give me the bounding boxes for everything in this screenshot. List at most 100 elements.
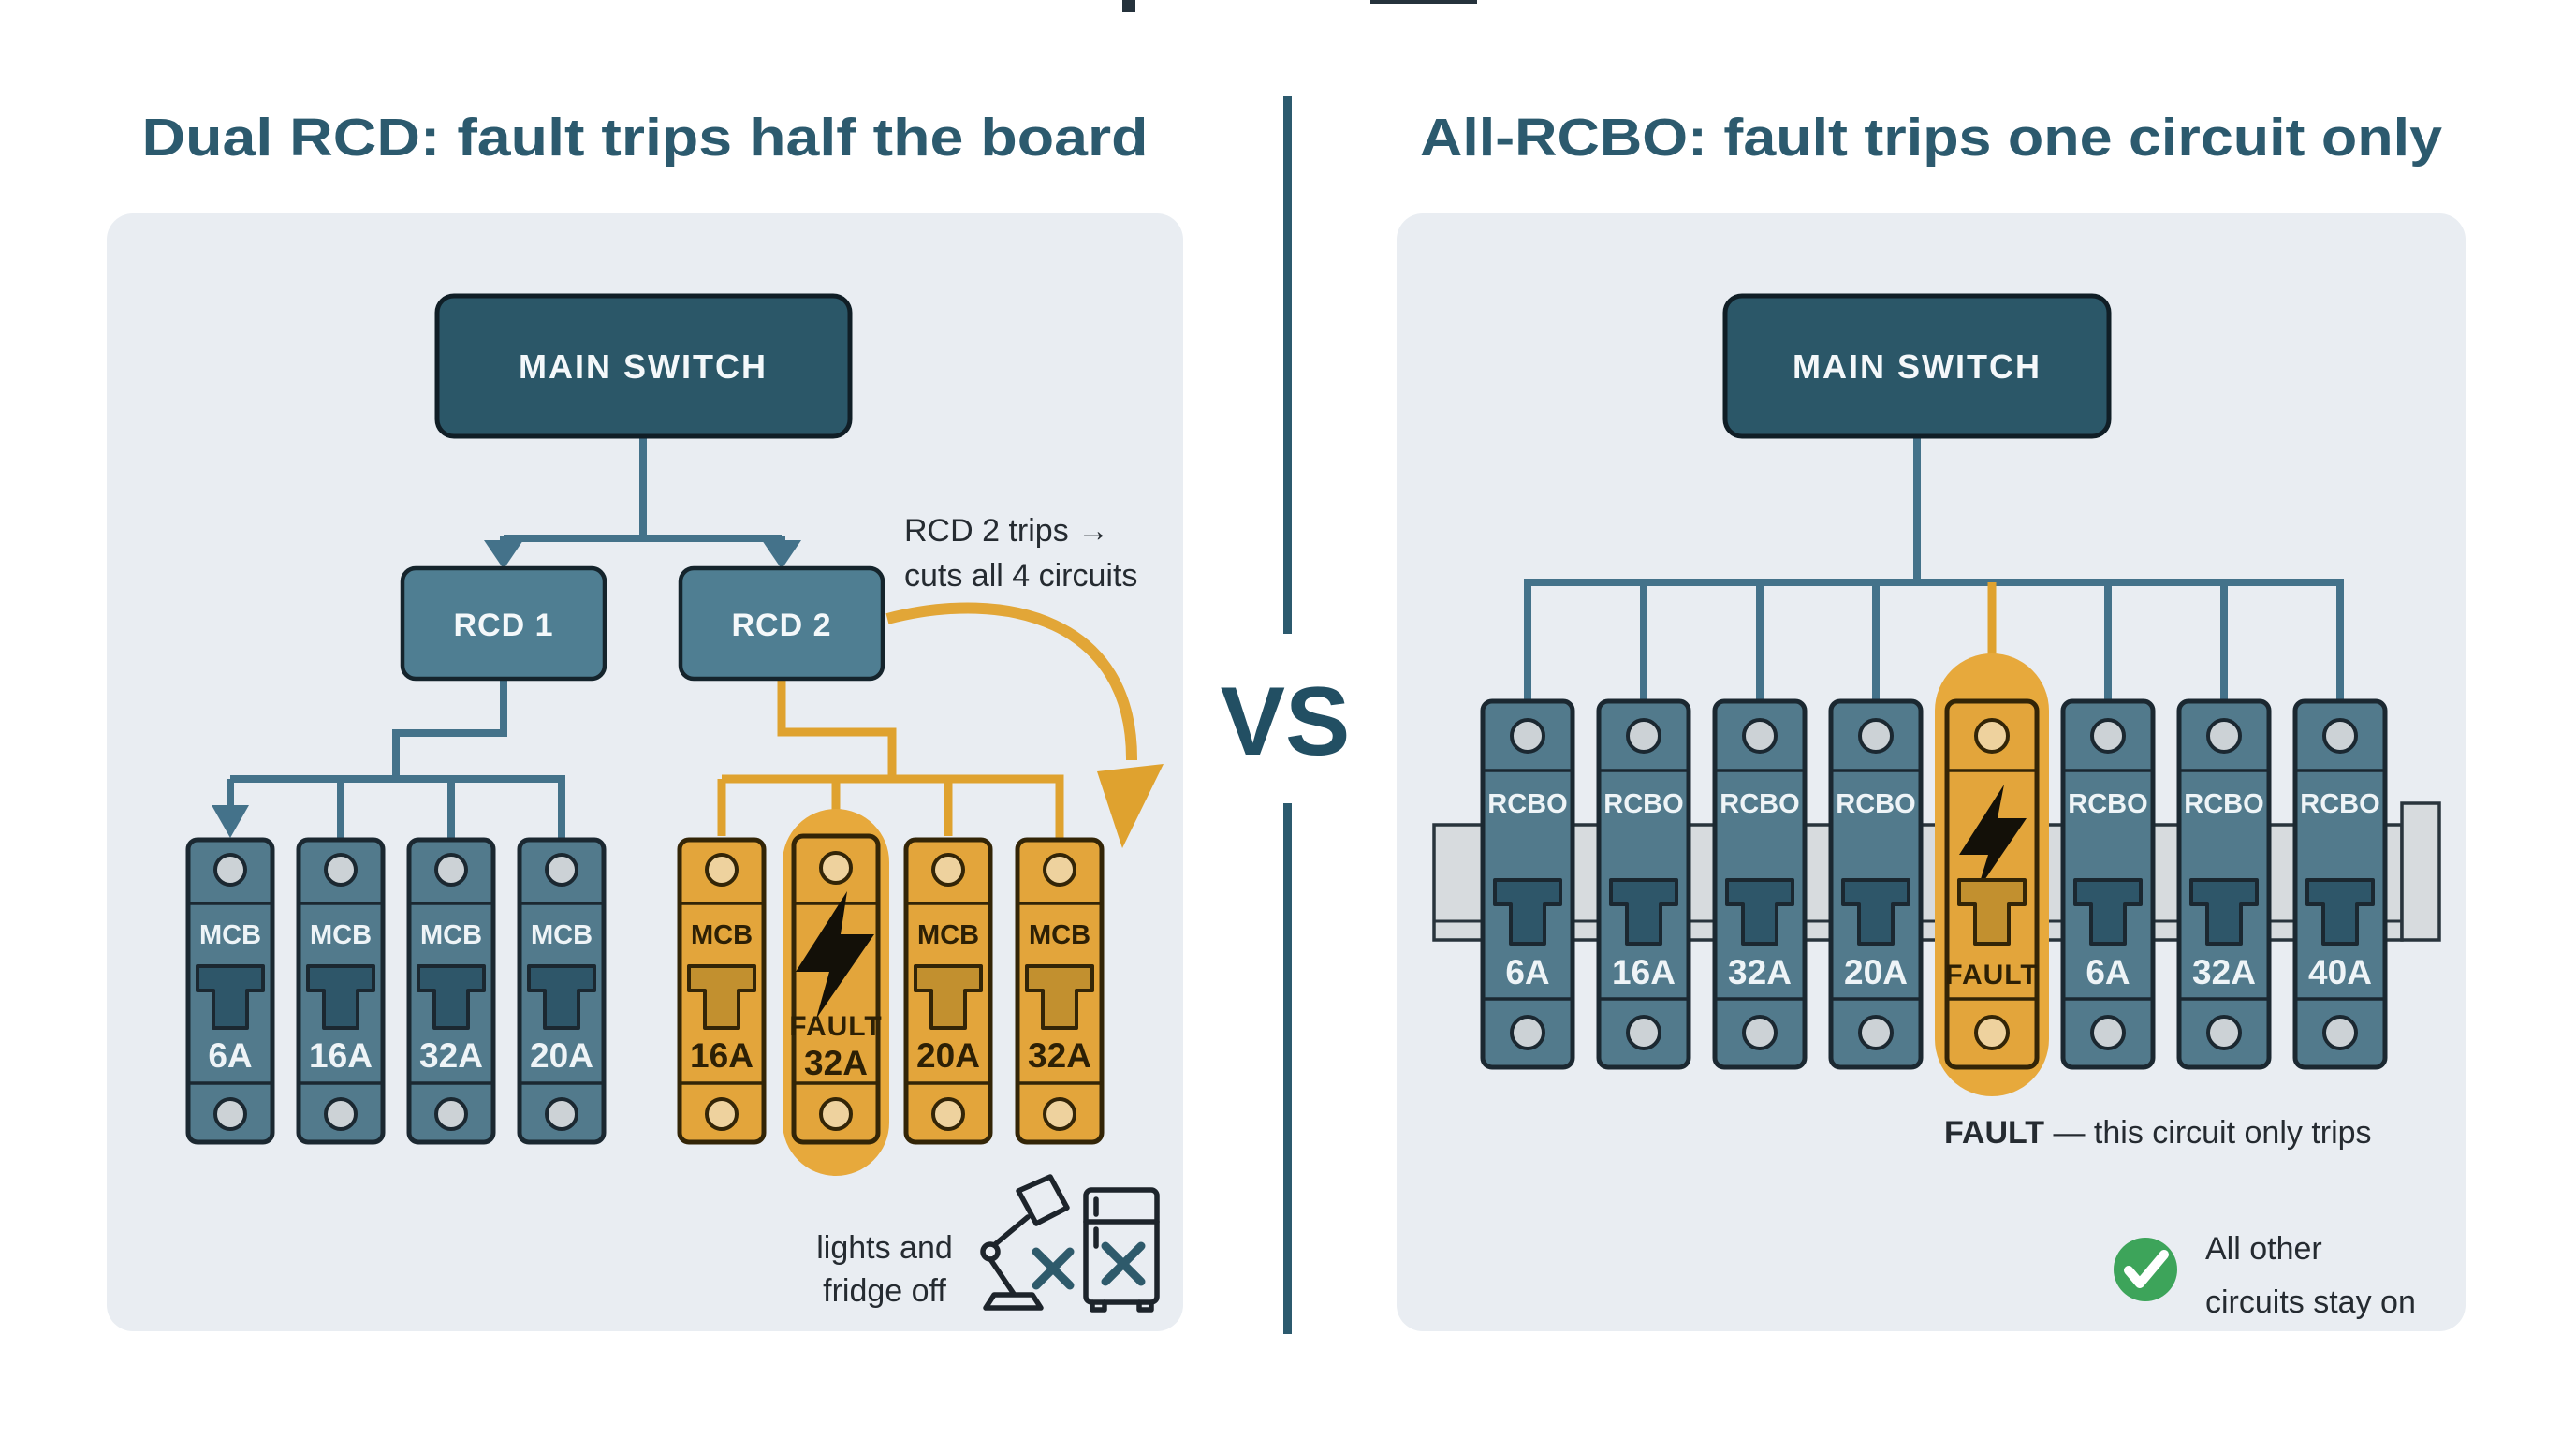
left-title: Dual RCD: fault trips half the board bbox=[142, 108, 1149, 168]
breaker-orange-mcb-16a: MCB 16A bbox=[677, 837, 767, 1145]
toggle-icon bbox=[1493, 878, 1562, 946]
fridge-icon bbox=[1083, 1187, 1160, 1313]
breaker-label: RCBO bbox=[1720, 789, 1799, 819]
left-panel: Dual RCD: fault trips half the board bbox=[107, 108, 1183, 1331]
screw-icon bbox=[931, 853, 965, 887]
toggle-icon bbox=[914, 964, 983, 1030]
breaker-amp: 16A bbox=[309, 1036, 373, 1075]
breaker-label: MCB bbox=[199, 920, 261, 950]
rcd2-label: RCD 2 bbox=[731, 608, 831, 643]
right-title: All-RCBO: fault trips one circuit only bbox=[1420, 108, 2442, 168]
breaker-label: RCBO bbox=[1603, 789, 1683, 819]
breaker-amp: 6A bbox=[2086, 953, 2130, 991]
lamp-icon bbox=[980, 1174, 1070, 1311]
breaker-label: RCBO bbox=[2300, 789, 2379, 819]
lightning-icon bbox=[1959, 785, 2027, 891]
fault-note: FAULT — this circuit only trips bbox=[1944, 1115, 2372, 1151]
screw-icon bbox=[2090, 1015, 2126, 1050]
screw-icon bbox=[545, 1097, 578, 1131]
screw-icon bbox=[1510, 718, 1545, 754]
breaker-rcbo-6a-2: RCBO 6A bbox=[2060, 698, 2156, 1070]
breaker-rcbo-16a: RCBO 16A bbox=[1596, 698, 1691, 1070]
toggle-icon bbox=[417, 964, 486, 1030]
breaker-amp: 6A bbox=[1505, 953, 1549, 991]
breaker-orange-mcb-20a: MCB 20A bbox=[903, 837, 993, 1145]
breaker-mcb-32a: MCB 32A bbox=[406, 837, 496, 1145]
screw-icon bbox=[819, 851, 853, 885]
breaker-amp: 40A bbox=[2308, 953, 2372, 991]
footer-line1: lights and bbox=[816, 1230, 953, 1266]
screw-icon bbox=[213, 1097, 247, 1131]
vs-divider: VS bbox=[1221, 96, 1351, 1334]
breaker-label: RCBO bbox=[2068, 789, 2147, 819]
breaker-rcbo-40a: RCBO 40A bbox=[2292, 698, 2388, 1070]
screw-icon bbox=[931, 1097, 965, 1131]
vs-label: VS bbox=[1221, 668, 1351, 776]
screw-icon bbox=[2090, 718, 2126, 754]
right-main-switch: MAIN SWITCH bbox=[1722, 293, 2112, 439]
screw-icon bbox=[1858, 718, 1894, 754]
toggle-icon bbox=[306, 964, 375, 1030]
screw-icon bbox=[1858, 1015, 1894, 1050]
left-main-switch-label: MAIN SWITCH bbox=[519, 347, 768, 386]
lightning-icon bbox=[796, 891, 874, 1019]
divider-line-bottom bbox=[1283, 803, 1292, 1334]
left-orange-tree bbox=[717, 679, 1064, 838]
breaker-mcb-6a: MCB 6A bbox=[185, 837, 275, 1145]
screw-icon bbox=[1974, 1015, 2010, 1050]
screw-icon bbox=[1626, 718, 1661, 754]
breaker-amp: 16A bbox=[1612, 953, 1676, 991]
screw-icon bbox=[1043, 853, 1076, 887]
breaker-amp: 32A bbox=[419, 1036, 483, 1075]
left-footer-note: lights and fridge off bbox=[816, 1174, 1160, 1313]
divider-line-top bbox=[1283, 96, 1292, 634]
screw-icon bbox=[1043, 1097, 1076, 1131]
fault-label: FAULT bbox=[789, 1011, 882, 1042]
screw-icon bbox=[1742, 718, 1778, 754]
right-main-switch-label: MAIN SWITCH bbox=[1793, 347, 2042, 386]
breaker-amp: 32A bbox=[1028, 1036, 1091, 1075]
screw-icon bbox=[1974, 718, 2010, 754]
x-off-icon bbox=[1032, 1247, 1075, 1290]
screw-icon bbox=[324, 1097, 358, 1131]
x-off-icon bbox=[1101, 1241, 1146, 1286]
arrow-down-icon bbox=[762, 540, 801, 569]
screw-icon bbox=[545, 853, 578, 887]
toggle-icon bbox=[2073, 878, 2143, 946]
check-icon bbox=[2114, 1238, 2177, 1301]
ok-line2: circuits stay on bbox=[2205, 1284, 2416, 1320]
breaker-label: RCBO bbox=[1836, 789, 1915, 819]
breaker-label: RCBO bbox=[2184, 789, 2263, 819]
screw-icon bbox=[705, 1097, 739, 1131]
left-main-switch: MAIN SWITCH bbox=[434, 293, 853, 439]
left-connector-tree bbox=[212, 436, 801, 840]
breaker-amp: 20A bbox=[916, 1036, 980, 1075]
toggle-icon bbox=[1841, 878, 1910, 946]
breaker-label: MCB bbox=[420, 920, 482, 950]
screw-icon bbox=[2322, 718, 2358, 754]
breaker-amp: 32A bbox=[804, 1044, 868, 1082]
trip-curve-arrow-icon bbox=[886, 602, 1164, 848]
screw-icon bbox=[324, 853, 358, 887]
toggle-icon bbox=[1025, 964, 1094, 1030]
screw-icon bbox=[705, 853, 739, 887]
ok-line1: All other bbox=[2205, 1231, 2322, 1267]
screw-icon bbox=[1626, 1015, 1661, 1050]
breaker-rcbo-20a: RCBO 20A bbox=[1828, 698, 1924, 1070]
rcd1-label: RCD 1 bbox=[453, 608, 553, 643]
screw-icon bbox=[1742, 1015, 1778, 1050]
breaker-orange-mcb-32a: MCB 32A bbox=[1015, 837, 1105, 1145]
rcd2-trip-annotation: RCD 2 trips → cuts all 4 circuits bbox=[904, 513, 1137, 594]
breaker-amp: 6A bbox=[208, 1036, 252, 1075]
breaker-amp: 16A bbox=[690, 1036, 754, 1075]
breaker-mcb-20a: MCB 20A bbox=[517, 837, 607, 1145]
screw-icon bbox=[2206, 1015, 2242, 1050]
toggle-icon bbox=[1957, 878, 2027, 946]
screw-icon bbox=[2206, 718, 2242, 754]
fault-label: FAULT bbox=[1945, 960, 2038, 990]
toggle-icon bbox=[527, 964, 596, 1030]
breaker-label: MCB bbox=[917, 920, 979, 950]
breaker-label: MCB bbox=[310, 920, 372, 950]
toggle-icon bbox=[196, 964, 265, 1030]
